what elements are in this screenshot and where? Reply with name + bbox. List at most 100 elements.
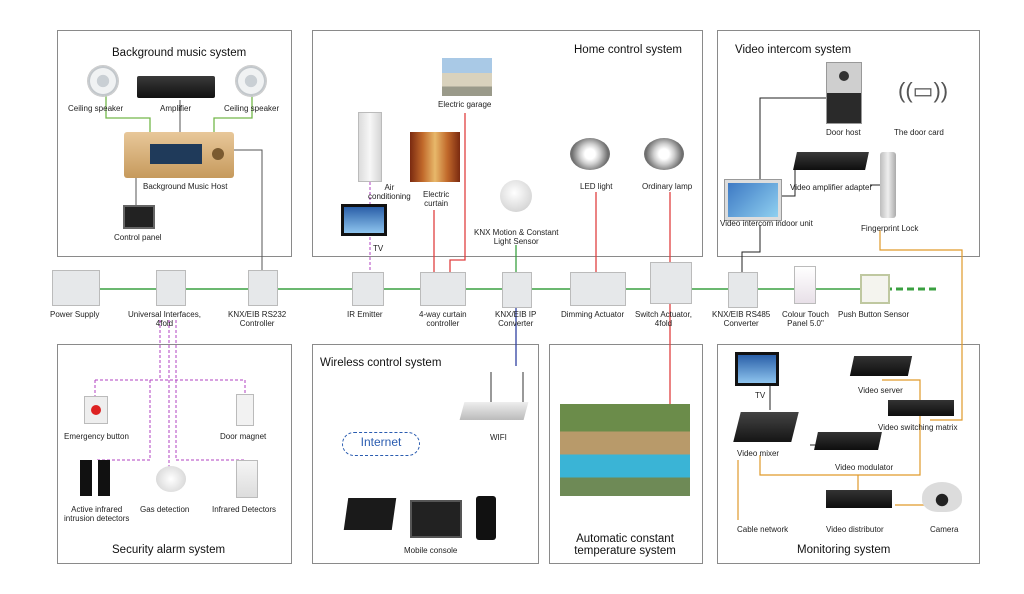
- ip-converter-label: KNX/EIB IP Converter: [495, 310, 537, 328]
- music-host-label: Background Music Host: [143, 182, 228, 191]
- ceiling-speaker-left-label: Ceiling speaker: [68, 104, 124, 113]
- internet-cloud-icon: [342, 432, 420, 456]
- garage-label: Electric garage: [438, 100, 492, 109]
- universal-interface-label: Universal Interfaces, 4fold: [128, 310, 201, 328]
- temperature-system-title: Automatic constant temperature system: [574, 533, 676, 557]
- infrared-detector-label: Active infrared intrusion detectors: [64, 505, 130, 523]
- tv-icon: [341, 204, 387, 236]
- switch-actuator-icon: [650, 262, 692, 304]
- video-distributor-icon: [826, 490, 892, 508]
- phone-icon: [476, 496, 496, 540]
- door-host-label: Door host: [826, 128, 861, 137]
- gas-detector-icon: [156, 466, 186, 492]
- cable-network-label: Cable network: [737, 525, 789, 534]
- camera-label: Camera: [930, 525, 959, 534]
- dome-camera-icon: [922, 482, 962, 512]
- amplifier-label: Amplifier: [160, 104, 192, 113]
- ordinary-lamp-icon: [644, 138, 684, 170]
- pool-villa-photo: [560, 404, 690, 496]
- ceiling-speaker-right-icon: [236, 66, 266, 96]
- door-magnet-icon: [236, 394, 254, 426]
- tablet-icon: [410, 500, 462, 538]
- fingerprint-lock-label: Fingerprint Lock: [861, 224, 919, 233]
- amplifier-icon: [137, 76, 215, 98]
- indoor-unit-icon: [724, 179, 782, 221]
- switching-matrix-icon: [888, 400, 954, 416]
- power-supply-icon: [52, 270, 100, 306]
- video-adapter-label: Video amplifier adapter: [790, 183, 873, 192]
- control-panel-icon: [123, 205, 155, 229]
- infrared-detector-icon: [80, 460, 110, 496]
- garage-photo: [442, 58, 492, 96]
- power-supply-label: Power Supply: [50, 310, 100, 319]
- video-modulator-label: Video modulator: [835, 463, 894, 472]
- led-light-label: LED light: [580, 182, 613, 191]
- emergency-button-icon: [84, 396, 108, 424]
- curtain-controller-icon: [420, 272, 466, 306]
- ir-detector-icon: [236, 460, 258, 498]
- door-card-label: The door card: [894, 128, 944, 137]
- wifi-antenna-icon: [490, 372, 524, 402]
- monitor-tv-icon: [735, 352, 779, 386]
- ir-emitter-icon: [352, 272, 384, 306]
- music-system-title: Background music system: [112, 47, 247, 59]
- motion-sensor-icon: [500, 180, 532, 212]
- monitor-tv-label: TV: [755, 391, 766, 400]
- dimming-actuator-label: Dimming Actuator: [561, 310, 625, 319]
- rs232-controller-icon: [248, 270, 278, 306]
- ceiling-speaker-left-icon: [88, 66, 118, 96]
- led-light-icon: [570, 138, 610, 170]
- wifi-label: WIFI: [490, 433, 507, 442]
- music-host-icon: [124, 132, 234, 178]
- video-server-label: Video server: [858, 386, 903, 395]
- rs232-controller-label: KNX/EIB RS232 Controller: [228, 310, 287, 328]
- video-distributor-label: Video distributor: [826, 525, 884, 534]
- push-button-sensor-icon: [860, 274, 890, 304]
- video-system-title: Video intercom system: [735, 44, 852, 56]
- gas-detector-label: Gas detection: [140, 505, 190, 514]
- wifi-router-icon: [459, 402, 529, 420]
- door-card-icon: ((▭)): [898, 78, 949, 103]
- curtain-controller-label: 4-way curtain controller: [419, 310, 467, 328]
- laptop-icon: [343, 498, 397, 530]
- rs485-converter-label: KNX/EIB RS485 Converter: [712, 310, 771, 328]
- emergency-button-label: Emergency button: [64, 432, 129, 441]
- mobile-console-label: Mobile console: [404, 546, 458, 555]
- home-system-title: Home control system: [574, 44, 683, 56]
- video-mixer-icon: [733, 412, 799, 442]
- tv-label: TV: [373, 244, 384, 253]
- ir-emitter-label: IR Emitter: [347, 310, 383, 319]
- ceiling-speaker-right-label: Ceiling speaker: [224, 104, 280, 113]
- curtain-label: Electric curtain: [423, 190, 450, 208]
- monitoring-system-title: Monitoring system: [797, 544, 891, 556]
- door-magnet-label: Door magnet: [220, 432, 267, 441]
- air-conditioner-label: Air conditioning: [368, 183, 411, 201]
- wireless-system-title: Wireless control system: [320, 357, 442, 369]
- security-system-title: Security alarm system: [112, 544, 226, 556]
- control-panel-label: Control panel: [114, 233, 162, 242]
- fingerprint-lock-icon: [880, 152, 896, 218]
- internet-label: Internet: [360, 435, 402, 449]
- push-button-sensor-label: Push Button Sensor: [838, 310, 910, 319]
- video-modulator-icon: [814, 432, 882, 450]
- ordinary-lamp-label: Ordinary lamp: [642, 182, 693, 191]
- air-conditioner-icon: [358, 112, 382, 182]
- ip-converter-icon: [502, 272, 532, 308]
- motion-sensor-label: KNX Motion & Constant Light Sensor: [474, 228, 559, 246]
- curtain-photo: [410, 132, 460, 182]
- ir-detector-label: Infrared Detectors: [212, 505, 277, 514]
- security-system-box: [57, 344, 292, 564]
- touch-panel-icon: [794, 266, 816, 304]
- switch-actuator-label: Switch Actuator, 4fold: [635, 310, 692, 328]
- video-adapter-icon: [793, 152, 869, 170]
- switching-matrix-label: Video switching matrix: [878, 423, 958, 432]
- video-server-icon: [849, 356, 913, 376]
- video-mixer-label: Video mixer: [737, 449, 780, 458]
- indoor-unit-label: Video intercom indoor unit: [720, 219, 813, 228]
- rs485-converter-icon: [728, 272, 758, 308]
- door-host-icon: [826, 62, 862, 124]
- dimming-actuator-icon: [570, 272, 626, 306]
- touch-panel-label: Colour Touch Panel 5.0": [782, 310, 829, 328]
- universal-interface-icon: [156, 270, 186, 306]
